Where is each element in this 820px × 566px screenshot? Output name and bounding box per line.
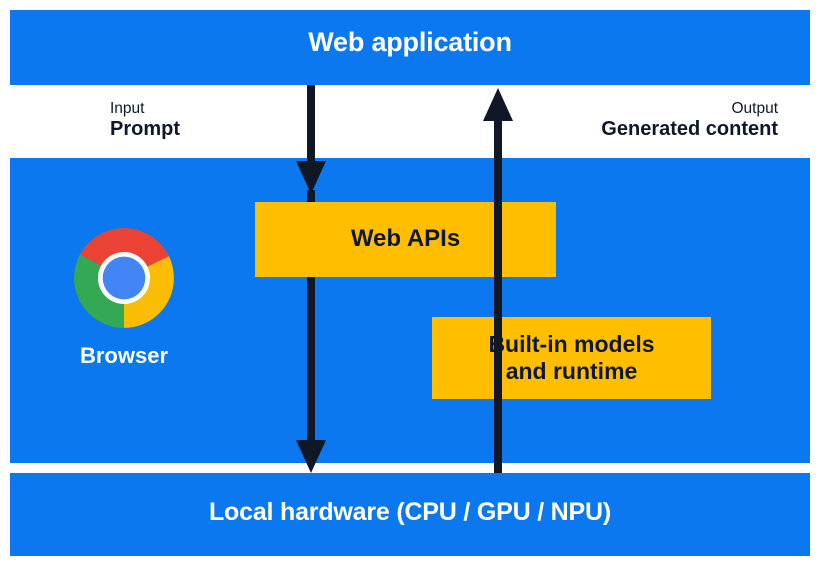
input-kind-label: Input: [110, 100, 145, 117]
builtin-models-label-line2: and runtime: [505, 358, 638, 384]
local-hardware-band: [10, 473, 810, 556]
output-value-label: Generated content: [601, 118, 778, 141]
local-hardware-title: Local hardware (CPU / GPU / NPU): [208, 498, 611, 526]
web-application-band: [10, 10, 810, 85]
arrow-down-shaft-lower: [307, 190, 315, 441]
web-apis-box[interactable]: Web APIs: [255, 202, 556, 277]
browser-label: Browser: [79, 343, 169, 368]
output-kind-label: Output: [731, 100, 778, 117]
output-flow-label: Output Generated content: [601, 100, 778, 142]
web-application-title: Web application: [308, 27, 512, 57]
arrow-down-head-upper: [296, 161, 326, 194]
input-flow-label: Input Prompt: [110, 100, 180, 142]
arrow-up-shaft: [494, 119, 502, 497]
chrome-logo-icon: [74, 228, 174, 328]
builtin-models-box[interactable]: Built-in models and runtime: [432, 317, 711, 399]
arrow-down-shaft-upper: [307, 85, 315, 165]
arrow-up-head: [483, 88, 513, 121]
input-value-label: Prompt: [110, 118, 180, 141]
web-apis-label: Web APIs: [350, 225, 461, 253]
builtin-models-label-line1: Built-in models: [488, 331, 655, 358]
browser-group: Browser: [63, 226, 185, 369]
builtin-models-label: Built-in models and runtime: [488, 331, 654, 385]
arrow-down-head-lower: [296, 440, 326, 473]
